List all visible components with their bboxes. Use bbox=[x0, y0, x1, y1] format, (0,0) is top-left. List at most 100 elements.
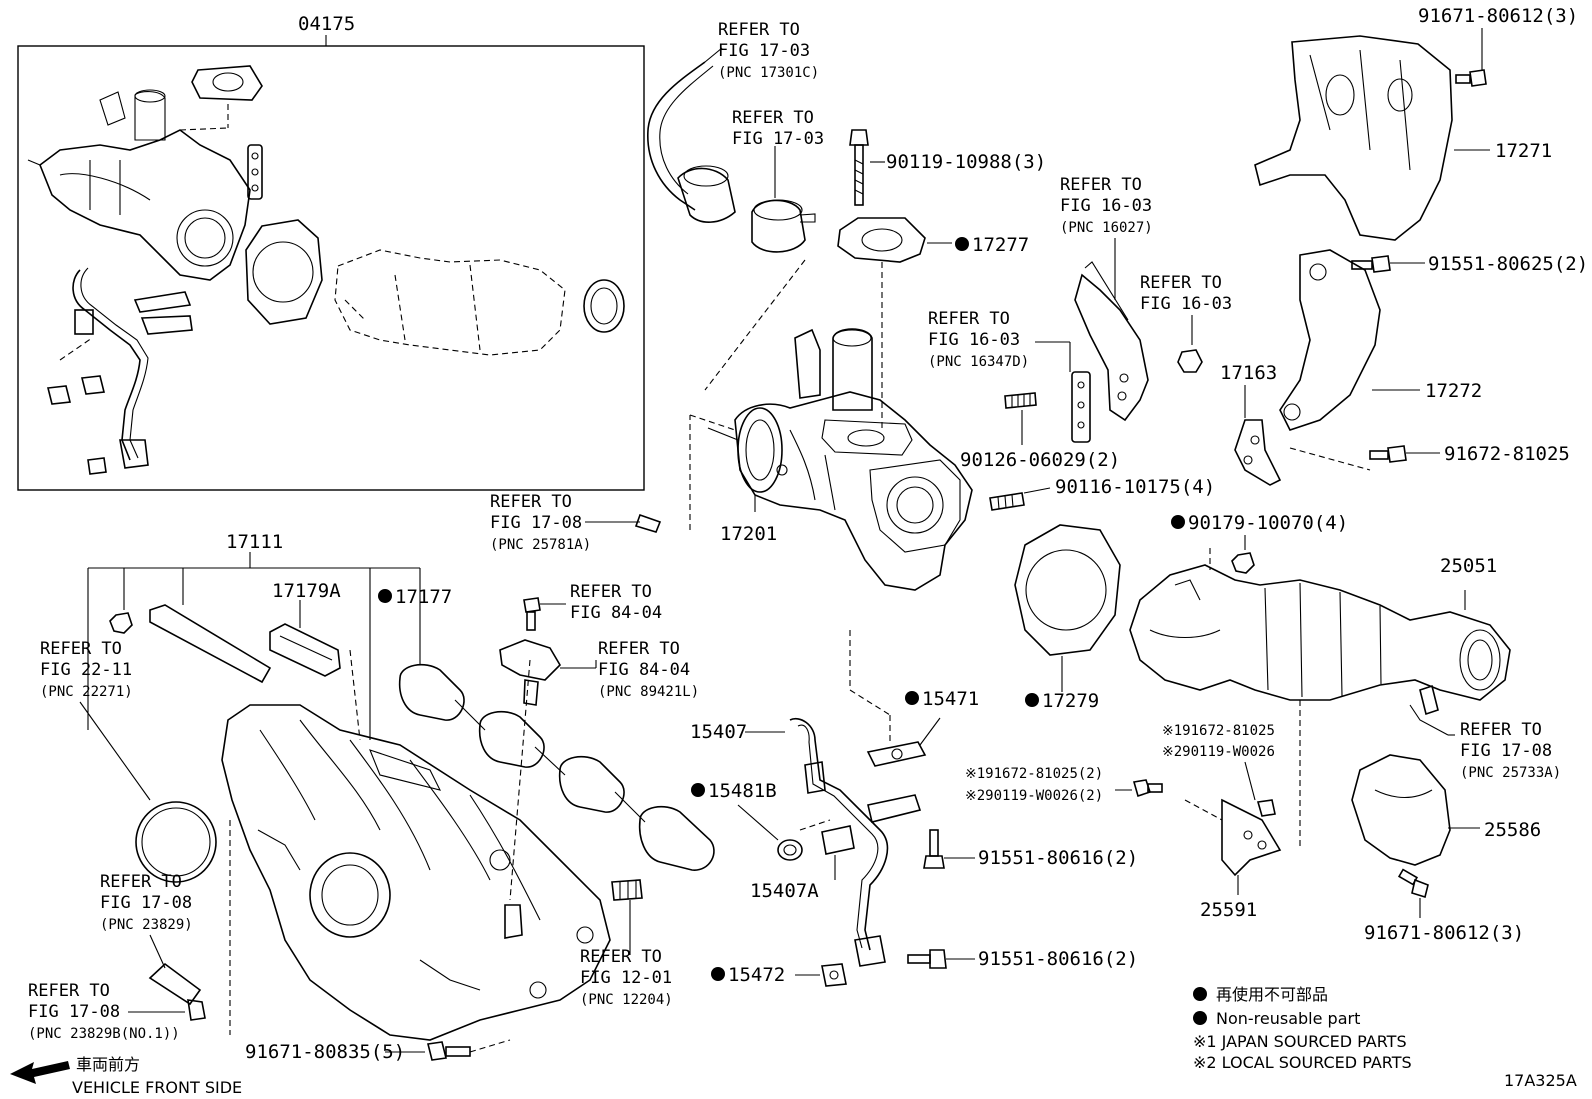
heat-insulator-17271: 17271 bbox=[1254, 35, 1552, 241]
svg-text:FIG 17-08: FIG 17-08 bbox=[1460, 741, 1552, 761]
ref-fig-17-03-pnc[interactable]: REFER TO bbox=[718, 20, 800, 40]
svg-text:(PNC 25781A): (PNC 25781A) bbox=[490, 537, 591, 553]
part-label-90126-06029[interactable]: 90126-06029(2) bbox=[960, 449, 1120, 471]
legend-note-2: ※2 LOCAL SOURCED PARTS bbox=[1193, 1053, 1412, 1072]
part-label-15472[interactable]: 15472 bbox=[728, 964, 785, 986]
part-label-91551-80625[interactable]: 91551-80625(2) bbox=[1428, 253, 1588, 275]
part-label-25586[interactable]: 25586 bbox=[1484, 819, 1541, 841]
ref-fig-17-08-25733a[interactable]: REFER TO bbox=[1460, 720, 1542, 740]
part-label-91671-80835[interactable]: 91671-80835(5) bbox=[245, 1041, 405, 1063]
ref-fig-17-08-25781a[interactable]: REFER TO bbox=[490, 492, 572, 512]
ref-fig-22-11-group: REFER TO FIG 22-11 (PNC 22271) bbox=[40, 639, 217, 883]
legend-note-1: ※1 JAPAN SOURCED PARTS bbox=[1193, 1032, 1407, 1051]
bolt-91551-80616-b: 91551-80616(2) bbox=[907, 948, 1138, 970]
insulator-25586: 25586 bbox=[1351, 754, 1541, 866]
bracket-25591: ※191672-81025 ※290119-W0026 25591 bbox=[1162, 723, 1282, 921]
part-label-04175[interactable]: 04175 bbox=[298, 13, 355, 35]
part-label-91672-81025[interactable]: 91672-81025 bbox=[1444, 443, 1570, 465]
svg-text:(PNC 23829): (PNC 23829) bbox=[100, 917, 193, 933]
part-label-17179A[interactable]: 17179A bbox=[272, 580, 341, 602]
ref-fig-84-04-group: REFER TO FIG 84-04 bbox=[523, 582, 662, 631]
heat-insulator-17272: 17272 bbox=[1279, 249, 1482, 431]
svg-text:FIG 17-03: FIG 17-03 bbox=[732, 129, 824, 149]
gasket-15481B: 15481B bbox=[691, 780, 803, 861]
svg-text:FIG 17-03: FIG 17-03 bbox=[718, 41, 810, 61]
ref-fig-84-04-89421l[interactable]: REFER TO bbox=[598, 639, 680, 659]
ref-fig-84-04[interactable]: REFER TO bbox=[570, 582, 652, 602]
part-label-91551-80616-b[interactable]: 91551-80616(2) bbox=[978, 948, 1138, 970]
part-label-15481B[interactable]: 15481B bbox=[708, 780, 777, 802]
part-label-15471[interactable]: 15471 bbox=[922, 688, 979, 710]
gasket-15472: 15472 bbox=[711, 963, 847, 987]
part-label-90179-10070[interactable]: 90179-10070(4) bbox=[1188, 512, 1348, 534]
ref-fig-16-03-16027[interactable]: REFER TO bbox=[1060, 175, 1142, 195]
legend: 再使用不可部品 Non-reusable part ※1 JAPAN SOURC… bbox=[1193, 985, 1412, 1072]
svg-text:FIG 16-03: FIG 16-03 bbox=[1140, 294, 1232, 314]
svg-text:FIG 84-04: FIG 84-04 bbox=[598, 660, 690, 680]
svg-text:FIG 22-11: FIG 22-11 bbox=[40, 660, 132, 680]
part-label-90116-10175[interactable]: 90116-10175(4) bbox=[1055, 476, 1215, 498]
part-label-17177[interactable]: 17177 bbox=[395, 586, 452, 608]
bolt-91671-80612-bot: 91671-80612(3) bbox=[1364, 868, 1524, 944]
part-label-15407A[interactable]: 15407A bbox=[750, 880, 819, 902]
bolt-15407A: 15407A bbox=[750, 825, 855, 902]
turbocharger-17201: 17201 bbox=[689, 328, 973, 591]
gasket-15471: 15471 bbox=[866, 688, 979, 767]
part-label-90119-W0026-2[interactable]: ※290119-W0026(2) bbox=[965, 788, 1103, 804]
kit-04175: 04175 bbox=[17, 13, 645, 491]
front-jp: 車両前方 bbox=[76, 1055, 140, 1074]
svg-text:FIG 84-04: FIG 84-04 bbox=[570, 603, 662, 623]
part-label-17201[interactable]: 17201 bbox=[720, 523, 777, 545]
stud-90126-06029: 90126-06029(2) bbox=[960, 392, 1120, 471]
part-label-90119-10988[interactable]: 90119-10988(3) bbox=[886, 151, 1046, 173]
ref-fig-16-03-16347d[interactable]: REFER TO bbox=[928, 309, 1010, 329]
svg-text:(PNC 22271): (PNC 22271) bbox=[40, 684, 133, 700]
part-label-17272[interactable]: 17272 bbox=[1425, 380, 1482, 402]
part-label-17111[interactable]: 17111 bbox=[226, 531, 283, 553]
ref-fig-22-11[interactable]: REFER TO bbox=[40, 639, 122, 659]
figure-code: 17A325A bbox=[1504, 1071, 1577, 1090]
svg-text:(PNC 17301C): (PNC 17301C) bbox=[718, 65, 819, 81]
bolt-91551-80616-a: 91551-80616(2) bbox=[923, 829, 1138, 869]
legend-en: Non-reusable part bbox=[1216, 1009, 1360, 1028]
ref-fig-17-08-23829b[interactable]: REFER TO bbox=[28, 981, 110, 1001]
part-label-25051[interactable]: 25051 bbox=[1440, 555, 1497, 577]
ref-fig-16-03[interactable]: REFER TO bbox=[1140, 273, 1222, 293]
ref-fig-12-01[interactable]: REFER TO bbox=[580, 947, 662, 967]
part-label-17271[interactable]: 17271 bbox=[1495, 140, 1552, 162]
part-label-91671-80612-bot[interactable]: 91671-80612(3) bbox=[1364, 922, 1524, 944]
ref-fig-17-08-25733a-group: REFER TO FIG 17-08 (PNC 25733A) bbox=[1409, 684, 1561, 781]
intake-hose-group: REFER TO FIG 17-03 (PNC 17301C) REFER TO… bbox=[647, 20, 824, 253]
ref-fig-17-08-25781a-group: REFER TO FIG 17-08 (PNC 25781A) bbox=[490, 492, 662, 553]
svg-text:FIG 17-08: FIG 17-08 bbox=[490, 513, 582, 533]
part-label-15407[interactable]: 15407 bbox=[690, 721, 747, 743]
part-label-91672-81025-m[interactable]: ※191672-81025 bbox=[1162, 723, 1275, 739]
part-label-91671-80612-top[interactable]: 91671-80612(3) bbox=[1418, 5, 1578, 27]
svg-text:(PNC 23829B(NO.1)): (PNC 23829B(NO.1)) bbox=[28, 1026, 180, 1042]
svg-text:FIG 12-01: FIG 12-01 bbox=[580, 968, 672, 988]
part-label-91672-81025-2[interactable]: ※191672-81025(2) bbox=[965, 766, 1103, 782]
part-label-17163[interactable]: 17163 bbox=[1220, 362, 1277, 384]
ref-fig-17-03[interactable]: REFER TO bbox=[732, 108, 814, 128]
svg-text:FIG 17-08: FIG 17-08 bbox=[28, 1002, 120, 1022]
part-label-90119-W0026-m[interactable]: ※290119-W0026 bbox=[1162, 744, 1275, 760]
part-label-25591[interactable]: 25591 bbox=[1200, 899, 1257, 921]
gasket-17277: 17277 bbox=[704, 217, 1029, 428]
ref-fig-12-01-group: REFER TO FIG 12-01 (PNC 12204) bbox=[580, 879, 673, 1008]
svg-text:(PNC 12204): (PNC 12204) bbox=[580, 992, 673, 1008]
arrow-left-icon bbox=[10, 1061, 70, 1084]
ref-fig-16-03-16027-group: REFER TO FIG 16-03 (PNC 16027) bbox=[1060, 175, 1153, 422]
part-label-17277[interactable]: 17277 bbox=[972, 234, 1029, 256]
part-label-17279[interactable]: 17279 bbox=[1042, 690, 1099, 712]
ref-fig-16-03-group: REFER TO FIG 16-03 bbox=[1140, 273, 1232, 373]
bracket-17163: 17163 bbox=[1220, 362, 1282, 486]
oil-pipe-15407: 15407 bbox=[690, 630, 922, 967]
ref-fig-84-04-89421l-group: REFER TO FIG 84-04 (PNC 89421L) bbox=[499, 639, 699, 706]
part-label-91551-80616-a[interactable]: 91551-80616(2) bbox=[978, 847, 1138, 869]
vehicle-front-indicator: 車両前方 VEHICLE FRONT SIDE bbox=[10, 1055, 242, 1097]
front-en: VEHICLE FRONT SIDE bbox=[72, 1078, 242, 1097]
ref-fig-17-08-23829[interactable]: REFER TO bbox=[100, 872, 182, 892]
bolt-91671-80835: 91671-80835(5) bbox=[245, 1039, 511, 1063]
svg-text:(PNC 25733A): (PNC 25733A) bbox=[1460, 765, 1561, 781]
bolt-91672-81025: 91672-81025 bbox=[1289, 443, 1570, 471]
